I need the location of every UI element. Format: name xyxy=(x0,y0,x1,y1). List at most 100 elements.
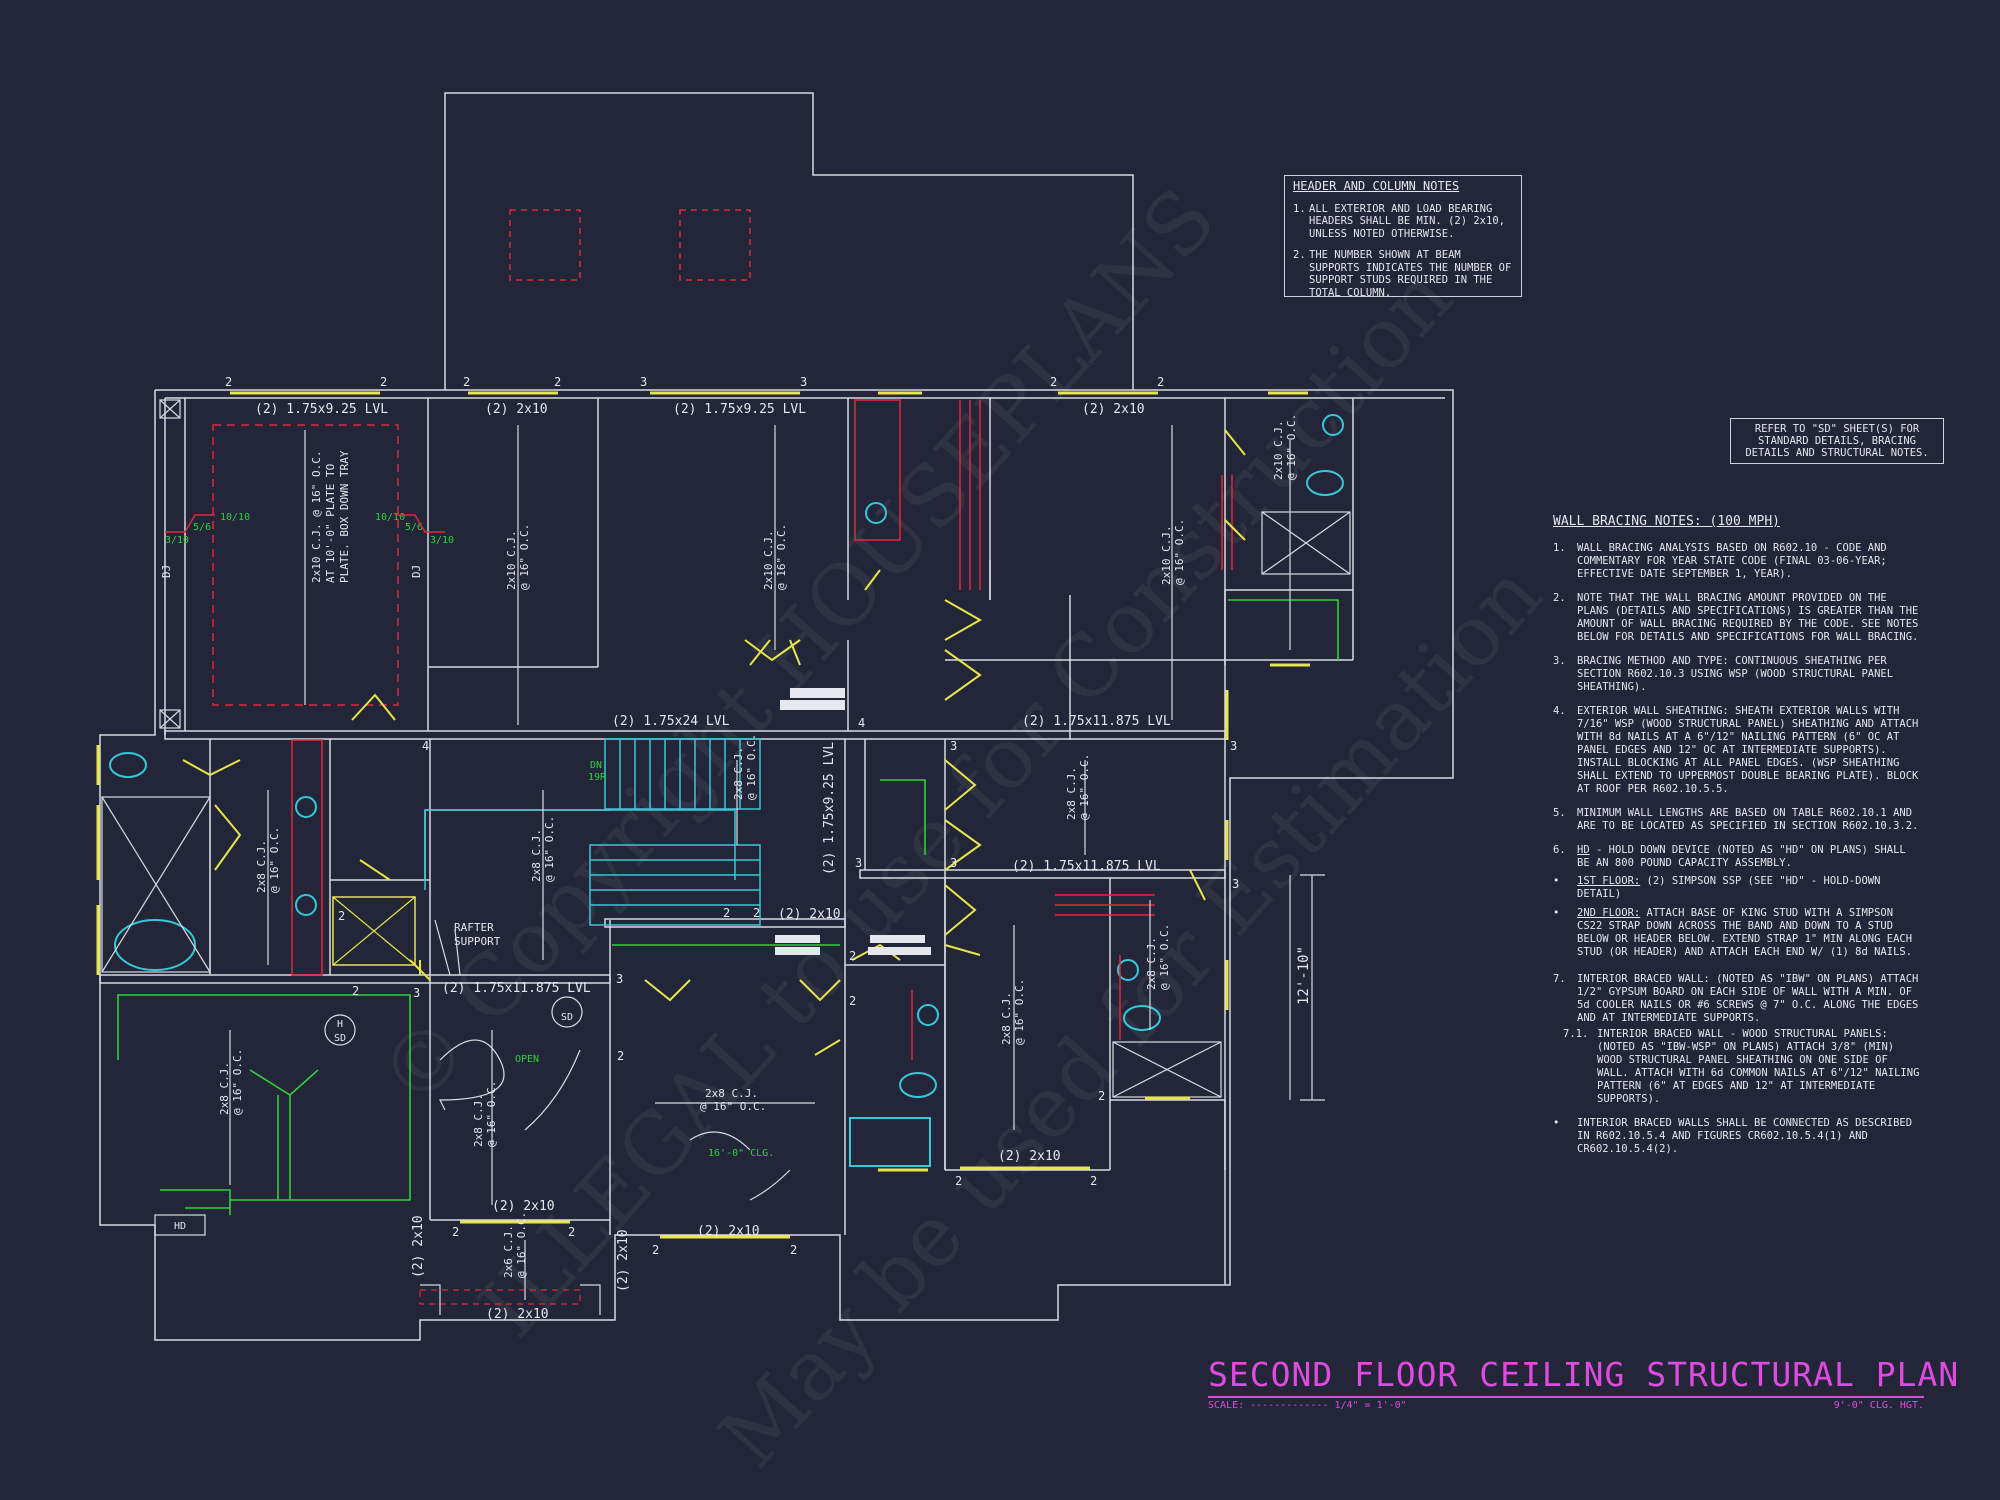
wall-bracing-notes: WALL BRACING NOTES: (100 MPH) 1. WALL BRA… xyxy=(1553,515,1923,1162)
note-text: - HOLD DOWN DEVICE (NOTED AS "HD" ON PLA… xyxy=(1577,844,1906,869)
note-text: INTERIOR BRACED WALLS SHALL BE CONNECTED… xyxy=(1577,1117,1913,1155)
header-notes-title: HEADER AND COLUMN NOTES xyxy=(1293,179,1460,193)
bullet-icon: • xyxy=(1553,1117,1560,1129)
stair-run xyxy=(424,738,761,926)
tray-note: AT 10'-0" PLATE TO xyxy=(324,464,337,583)
stud-count: 3 xyxy=(640,375,647,389)
note-number: 1. xyxy=(1293,202,1306,215)
joist-spacing: @ 16" O.C. xyxy=(1158,924,1171,990)
header-tag: 10/10 xyxy=(375,512,405,523)
beam-label: (2) 1.75x9.25 LVL xyxy=(822,742,837,875)
stair-risers-label: 19R xyxy=(588,772,607,783)
joist-label: 2x8 C.J. xyxy=(1145,937,1158,990)
note-text: NOTE THAT THE WALL BRACING AMOUNT PROVID… xyxy=(1577,592,1919,643)
header-tag: 10/10 xyxy=(220,512,250,523)
smoke-detectors xyxy=(324,996,583,1046)
note-number: 6. xyxy=(1553,844,1566,856)
ceiling-height-label: 16'-0" CLG. xyxy=(708,1148,774,1159)
stud-count: 2 xyxy=(1098,1089,1105,1103)
note-number: 7. xyxy=(1553,973,1566,985)
stud-count: 2 xyxy=(1090,1174,1097,1188)
stud-count: 3 xyxy=(800,375,807,389)
joist-spacing: @ 16" O.C. xyxy=(268,827,281,893)
tray-note: PLATE. BOX DOWN TRAY xyxy=(338,450,351,583)
joist-spacing: @ 16" O.C. xyxy=(700,1100,766,1113)
skylight-outline xyxy=(679,209,751,281)
dj-label: DJ xyxy=(160,565,173,578)
joist-label: 2x8 C.J. xyxy=(732,747,745,800)
stud-count: 2 xyxy=(568,1225,575,1239)
joist-label: 2x10 C.J. xyxy=(505,530,518,590)
green-framing-lines xyxy=(117,599,1339,1215)
stud-count: 2 xyxy=(849,949,856,963)
beam-label: (2) 2x10 xyxy=(998,1149,1061,1164)
header-tag: 3/10 xyxy=(165,535,189,546)
stud-count: 3 xyxy=(1232,877,1239,891)
scale-value: 1/4" = 1'-0" xyxy=(1334,1400,1407,1411)
drawing-title-block: SECOND FLOOR CEILING STRUCTURAL PLAN SCA… xyxy=(1208,1355,1960,1411)
stud-count: 2 xyxy=(1157,375,1164,389)
plumbing-fixtures xyxy=(109,414,1344,1167)
beam-label: (2) 2x10 xyxy=(778,907,841,922)
joist-span-arrows xyxy=(229,425,1291,1300)
note-term: 2ND FLOOR: xyxy=(1577,907,1641,919)
note-text: WALL BRACING ANALYSIS BASED ON R602.10 -… xyxy=(1577,542,1887,580)
joist-spacing: @ 16" O.C. xyxy=(543,816,556,882)
stud-count: 4 xyxy=(858,716,865,730)
stud-count: 2 xyxy=(849,994,856,1008)
stud-count: 2 xyxy=(225,375,232,389)
note-number: 1. xyxy=(1553,542,1566,554)
stud-count: 2 xyxy=(790,1243,797,1257)
joist-label: 2x8 C.J. xyxy=(705,1087,758,1100)
note-text: ATTACH BASE OF KING STUD WITH A SIMPSON … xyxy=(1577,907,1913,958)
bracing-note: 2.NOTE THAT THE WALL BRACING AMOUNT PROV… xyxy=(1553,592,1923,644)
joist-spacing: @ 16" O.C. xyxy=(515,1212,528,1278)
beam-label: (2) 2x10 xyxy=(485,402,548,417)
joist-spacing: @ 16" O.C. xyxy=(1013,979,1026,1045)
beam-label: (2) 1.75x11.875 LVL xyxy=(1022,714,1171,729)
beam-label: (2) 1.75x24 LVL xyxy=(612,714,730,729)
stud-count: 2 xyxy=(352,984,359,998)
stud-count: 2 xyxy=(380,375,387,389)
misc-linework xyxy=(154,399,1325,1315)
note-number: 2. xyxy=(1293,249,1306,261)
stud-count: 2 xyxy=(955,1174,962,1188)
bracing-note: 6. HD - HOLD DOWN DEVICE (NOTED AS "HD" O… xyxy=(1553,844,1923,870)
note-number: 7.1. xyxy=(1563,1028,1589,1040)
bracing-subnote: 7.1. INTERIOR BRACED WALL - WOOD STRUCTUR… xyxy=(1563,1028,1923,1106)
stud-count: 3 xyxy=(616,972,623,986)
bullet-icon: • xyxy=(1553,875,1560,887)
joist-spacing: @ 16" O.C. xyxy=(1078,754,1091,820)
joist-spacing: @ 16" O.C. xyxy=(775,524,788,590)
joist-label: 2x8 C.J. xyxy=(218,1062,231,1115)
porch-beam-outline xyxy=(419,1289,581,1305)
stud-count: 3 xyxy=(950,739,957,753)
beam-label: (2) 1.75x11.875 LVL xyxy=(1012,859,1161,874)
header-tag: 3/10 xyxy=(430,535,454,546)
stud-count: 2 xyxy=(652,1243,659,1257)
bracing-note: 5.MINIMUM WALL LENGTHS ARE BASED ON TABL… xyxy=(1553,807,1923,833)
joist-label: 2x10 C.J. xyxy=(1272,420,1285,480)
note-text: (2) SIMPSON SSP (SEE "HD" - HOLD-DOWN DE… xyxy=(1577,875,1881,900)
bracing-note: 3.BRACING METHOD AND TYPE: CONTINUOUS SH… xyxy=(1553,655,1923,694)
joist-spacing: @ 16" O.C. xyxy=(745,734,758,800)
note-text: MINIMUM WALL LENGTHS ARE BASED ON TABLE … xyxy=(1577,807,1919,832)
beam-label: (2) 1.75x11.875 LVL xyxy=(442,981,591,996)
stud-count: 3 xyxy=(855,856,862,870)
header-note-item: 2. THE NUMBER SHOWN AT BEAM SUPPORTS IND… xyxy=(1293,249,1513,299)
rafter-label: RAFTER xyxy=(454,921,494,934)
joist-label: 2x8 C.J. xyxy=(1000,992,1013,1045)
open-label: OPEN xyxy=(515,1054,539,1065)
wall-bracing-title: WALL BRACING NOTES: (100 MPH) xyxy=(1553,514,1780,529)
header-blocks xyxy=(775,688,931,955)
note-term: 1ST FLOOR: xyxy=(1577,875,1641,887)
note-text: INTERIOR BRACED WALL - WOOD STRUCTURAL P… xyxy=(1597,1028,1920,1105)
dj-label: DJ xyxy=(410,565,423,578)
header-column-notes: HEADER AND COLUMN NOTES 1. ALL EXTERIOR … xyxy=(1284,175,1522,299)
tray-note: 2x10 C.J. @ 16" O.C. xyxy=(310,451,323,583)
note-term: HD xyxy=(1577,844,1590,856)
shower-boxes xyxy=(101,511,1351,1098)
joist-label: 2x6 C.J. xyxy=(502,1225,515,1278)
joist-label: 2x8 C.J. xyxy=(1065,767,1078,820)
stud-count: 2 xyxy=(753,906,760,920)
